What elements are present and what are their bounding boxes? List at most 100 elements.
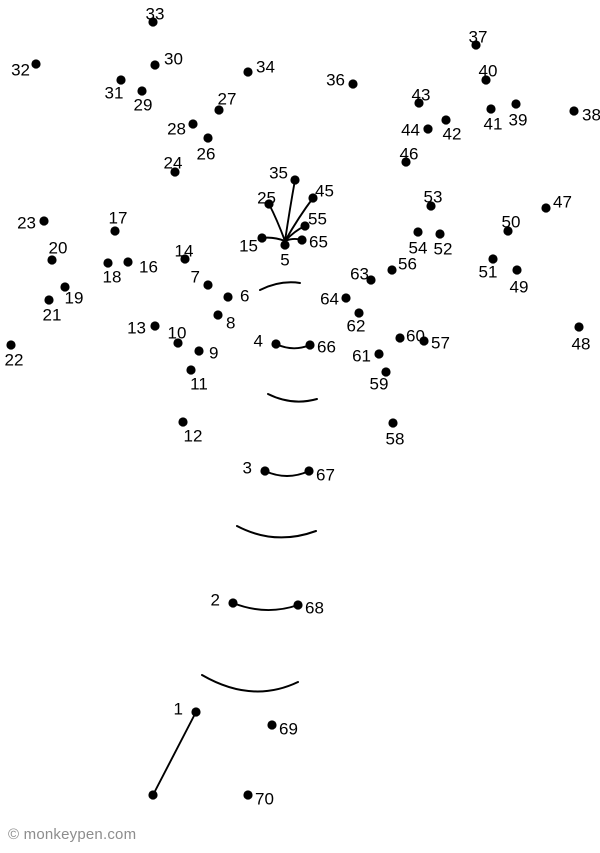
dot-52[interactable] [435,229,445,239]
pair-3-67 [264,470,310,477]
dot-13[interactable] [150,321,160,331]
dot-43[interactable] [414,98,424,108]
dot-label-61: 61 [352,346,371,365]
dot-4[interactable] [271,339,281,349]
dot-45[interactable] [308,193,318,203]
dot-58[interactable] [388,418,398,428]
copyright-credit: © monkeypen.com [8,826,137,843]
dot-label-38: 38 [582,105,600,124]
hub-spoke-to-35 [284,179,296,242]
dot-label-54: 54 [409,238,428,257]
dot-63[interactable] [366,275,376,285]
dot-23[interactable] [39,216,49,226]
dot-25[interactable] [264,199,274,209]
dot-11[interactable] [186,365,196,375]
dot-label-59: 59 [370,374,389,393]
dot-label-48: 48 [572,334,591,353]
dot-20[interactable] [47,255,57,265]
dot-31[interactable] [116,75,126,85]
dot-label-55: 55 [308,209,327,228]
dot-57[interactable] [419,336,429,346]
dot-34[interactable] [243,67,253,77]
dot-50[interactable] [503,226,513,236]
dot-label-63: 63 [350,264,369,283]
dot-19[interactable] [60,282,70,292]
dot-label-8: 8 [226,313,235,332]
dot-15[interactable] [257,233,267,243]
dot-51[interactable] [488,254,498,264]
dot-label-5: 5 [280,250,289,269]
dot-56[interactable] [387,265,397,275]
dot-1[interactable] [191,707,201,717]
dot-37[interactable] [471,40,481,50]
dot-6[interactable] [223,292,233,302]
dot-label-7: 7 [191,267,200,286]
dot-65[interactable] [297,235,307,245]
dot-label-21: 21 [43,305,62,324]
dot-66[interactable] [305,340,315,350]
dot-label-64: 64 [320,289,339,308]
dot-33[interactable] [148,17,158,27]
dot-32[interactable] [31,59,41,69]
dot-53[interactable] [426,201,436,211]
dot-62[interactable] [354,308,364,318]
dot-18[interactable] [103,258,113,268]
dot-35[interactable] [290,175,300,185]
dot-label-17: 17 [109,208,128,227]
dot-label-11: 11 [190,374,208,393]
dot-12[interactable] [178,417,188,427]
dot-40[interactable] [481,75,491,85]
dot-17[interactable] [110,226,120,236]
dot-55[interactable] [300,221,310,231]
dot-68[interactable] [293,600,303,610]
dot-30[interactable] [150,60,160,70]
dot-70[interactable] [243,790,253,800]
dot-67[interactable] [304,466,314,476]
dot-16[interactable] [123,257,133,267]
dot-2[interactable] [228,598,238,608]
dot-label-27: 27 [218,89,237,108]
dot-label-66: 66 [317,337,336,356]
dot-48[interactable] [574,322,584,332]
dot-42[interactable] [441,115,451,125]
dot-label-69: 69 [279,719,298,738]
dot-5[interactable] [280,240,290,250]
dot-21[interactable] [44,295,54,305]
dot-39[interactable] [511,99,521,109]
dot-3[interactable] [260,466,270,476]
dot-26[interactable] [203,133,213,143]
dot-label-62: 62 [347,316,366,335]
dot-27[interactable] [214,105,224,115]
decorative-arcs-group [201,281,318,693]
dot-22[interactable] [6,340,16,350]
dot-label-65: 65 [309,232,328,251]
dot-69[interactable] [267,720,277,730]
dot-59[interactable] [381,367,391,377]
dot-49[interactable] [512,265,522,275]
dot-64[interactable] [341,293,351,303]
dot-47[interactable] [541,203,551,213]
dot-41[interactable] [486,104,496,114]
dot-unnumbered-1[interactable] [148,790,158,800]
dot-10[interactable] [173,338,183,348]
dot-29[interactable] [137,86,147,96]
dots-group[interactable] [6,17,584,800]
dot-46[interactable] [401,157,411,167]
dot-24[interactable] [170,167,180,177]
dot-9[interactable] [194,346,204,356]
dot-8[interactable] [213,310,223,320]
dot-61[interactable] [374,349,384,359]
dot-44[interactable] [423,124,433,134]
dot-60[interactable] [395,333,405,343]
dot-54[interactable] [413,227,423,237]
dot-7[interactable] [203,280,213,290]
dot-36[interactable] [348,79,358,89]
hub-spoke-to-25 [268,203,286,242]
dot-38[interactable] [569,106,579,116]
dot-28[interactable] [188,119,198,129]
dot-14[interactable] [180,254,190,264]
dot-label-23: 23 [17,213,36,232]
dot-label-47: 47 [553,192,572,211]
